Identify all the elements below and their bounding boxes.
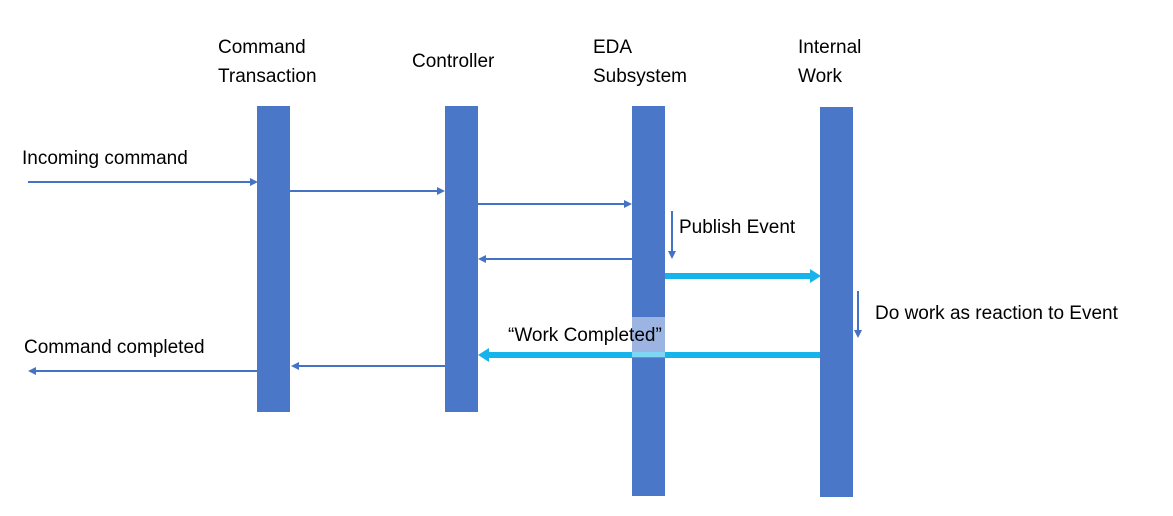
label-incoming-command: Incoming command [22,148,188,169]
label-line: Internal [798,37,862,58]
label-do-work: Do work as reaction to Event [875,303,1118,324]
label-line: Transaction [218,66,317,87]
label-line: Subsystem [593,66,687,87]
lifeline-bar-controller [445,106,478,412]
arrow-do-work [854,291,862,338]
label-line: EDA [593,37,633,58]
label-work-completed: “Work Completed” [508,325,662,346]
arrow-publish-event [668,211,676,259]
arrow-eda-to-controller [478,255,632,263]
lifeline-label-controller: Controller [412,47,494,76]
label-line: Controller [412,51,495,72]
lifeline-bar-internal-work [820,107,853,497]
arrow-transaction-to-controller [290,187,445,195]
work-completed-label-background [632,317,665,357]
lifeline-bar-eda-subsystem [632,106,665,496]
lifeline-bar-command-transaction [257,106,290,412]
label-line: Command [218,37,306,58]
arrow-command-completed [28,367,257,375]
arrow-incoming-command [28,178,258,186]
lifeline-label-command-transaction: Command Transaction [218,33,317,91]
arrow-controller-to-transaction [291,362,445,370]
arrow-controller-to-eda [478,200,632,208]
lifeline-label-internal-work: Internal Work [798,33,861,91]
label-publish-event: Publish Event [679,217,796,238]
arrow-event-to-internal-work [665,269,821,283]
label-line: Work [798,66,842,87]
lifeline-label-eda-subsystem: EDA Subsystem [593,33,687,91]
label-command-completed: Command completed [24,337,205,358]
